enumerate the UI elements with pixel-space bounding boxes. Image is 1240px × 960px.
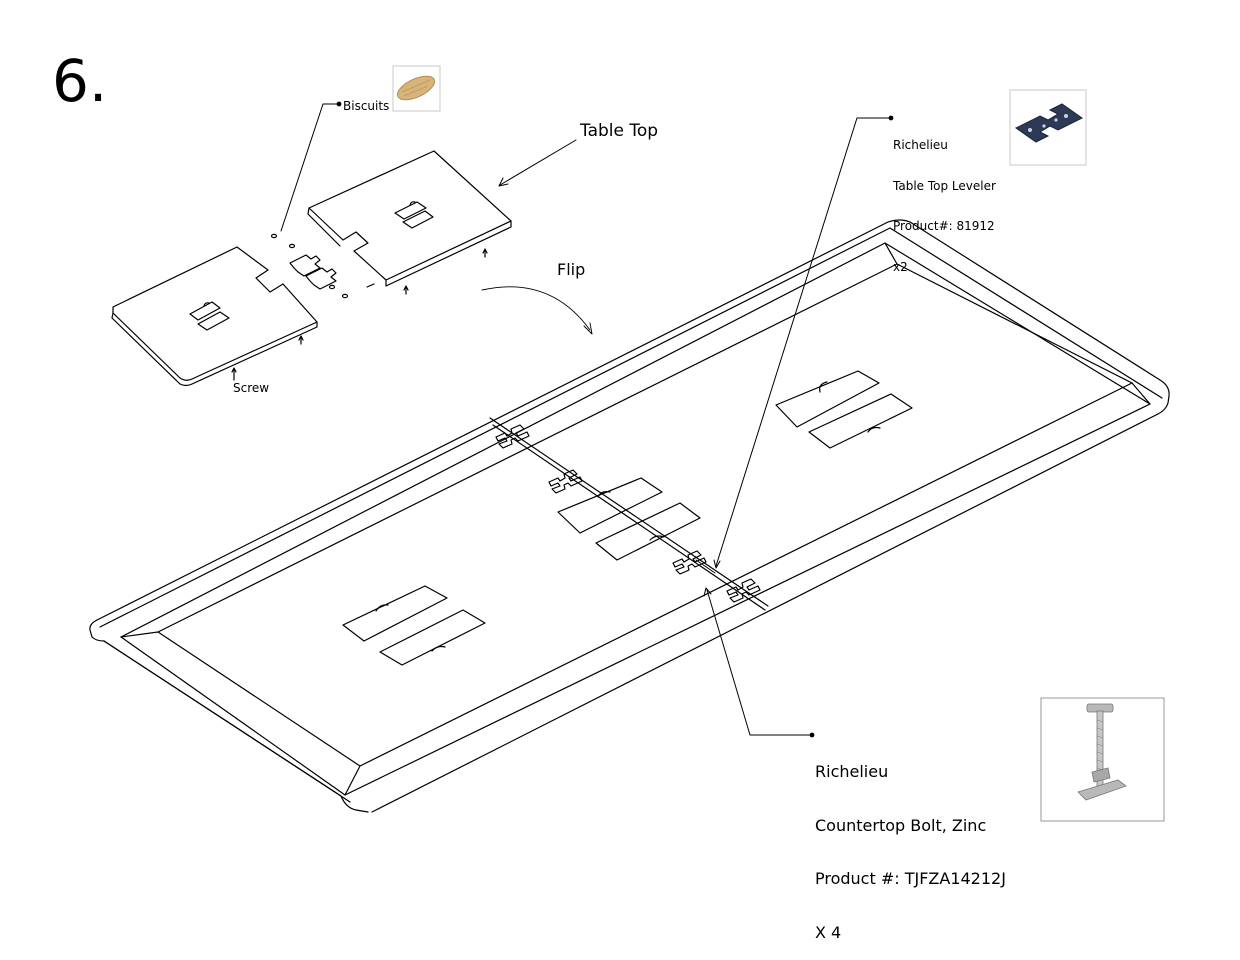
leader-dots — [336, 101, 894, 738]
leveler-icon — [1009, 89, 1087, 166]
table-frame — [89, 219, 1170, 813]
bolt-product-number: Product #: TJFZA14212J — [815, 869, 1006, 889]
countertop-bolt-icon — [1040, 697, 1165, 822]
flip-arrow — [481, 286, 593, 335]
assembly-step-diagram: 6. Biscuits Table Top Flip Screw Richeli… — [52, 47, 1170, 941]
table-top-left-half — [111, 246, 318, 387]
leveler-name: Table Top Leveler — [893, 178, 996, 193]
table-top-right-half — [307, 150, 512, 287]
table-top-label: Table Top — [580, 121, 659, 141]
screw-label: Screw — [233, 382, 270, 395]
leveler-product-number: Product#: 81912 — [893, 219, 995, 234]
leveler-quantity: x2 — [893, 260, 908, 275]
exploded-leveler — [289, 254, 337, 290]
biscuit-icon — [392, 65, 441, 112]
leader-lines — [280, 103, 893, 736]
bolt-brand: Richelieu — [815, 761, 889, 781]
leveler-slots — [342, 370, 913, 666]
leveler-callout: Richelieu Table Top Leveler Product#: 81… — [893, 112, 996, 288]
biscuits-label: Biscuits — [343, 99, 390, 113]
bolt-recesses — [495, 424, 761, 603]
leveler-brand: Richelieu — [893, 138, 948, 153]
screw-arrows — [231, 248, 488, 381]
bolt-name: Countertop Bolt, Zinc — [815, 815, 987, 835]
exploded-biscuits — [270, 233, 375, 299]
assembly-drawing — [89, 65, 1170, 822]
flip-label: Flip — [557, 260, 586, 279]
bolt-callout: Richelieu Countertop Bolt, Zinc Product … — [815, 727, 1006, 960]
step-number: 6. — [52, 47, 108, 115]
bolt-quantity: X 4 — [815, 922, 842, 942]
